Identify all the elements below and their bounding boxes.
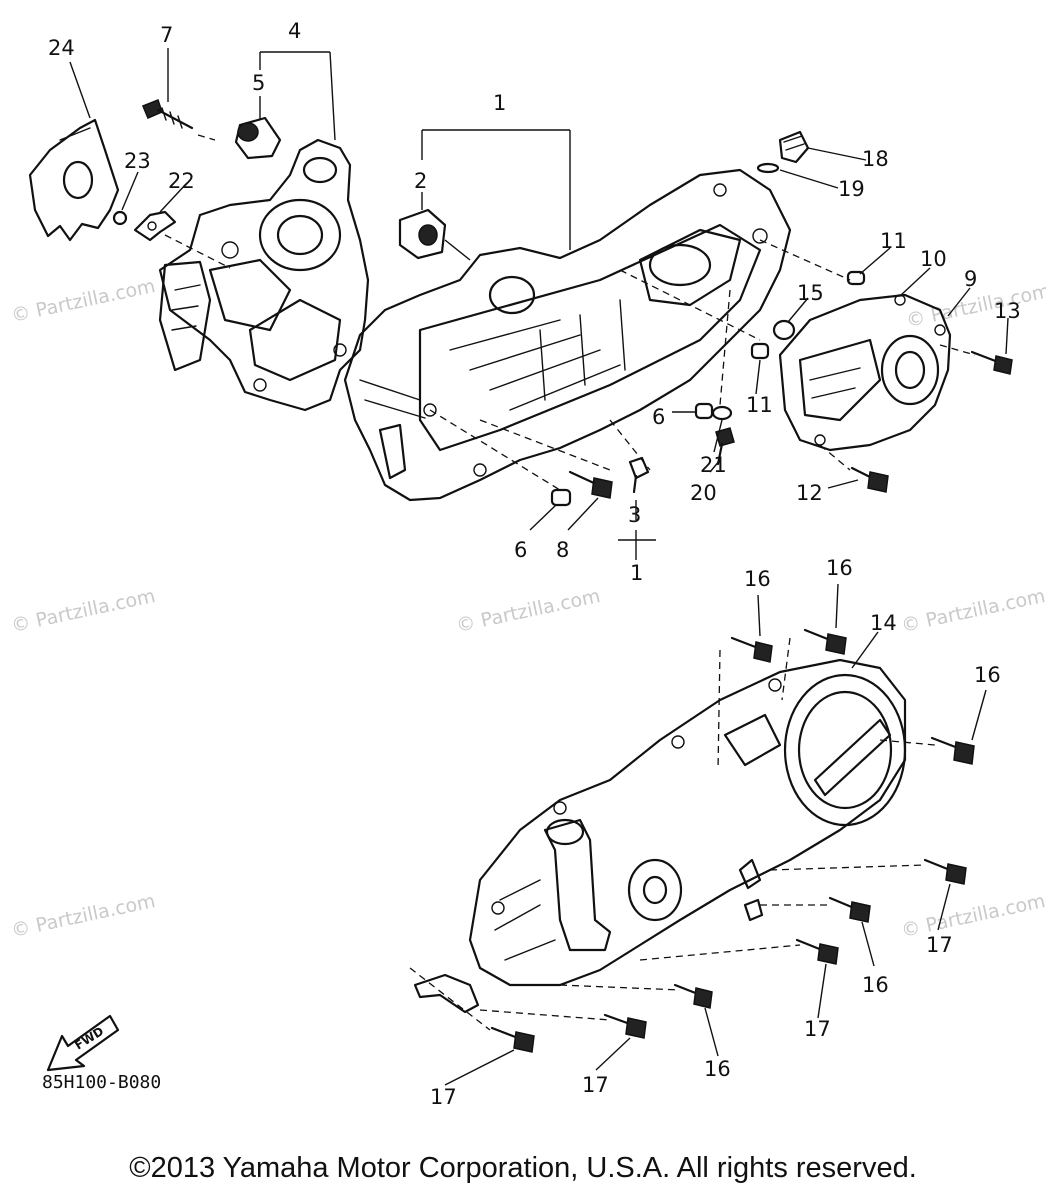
part-14-crankcase-cover [468, 658, 907, 987]
fwd-label: FWD [72, 1024, 106, 1053]
part-16-bolt [730, 636, 773, 663]
callout-15: 15 [797, 281, 824, 305]
part-15-oil-seal [772, 319, 796, 341]
callout-16-c: 16 [974, 663, 1001, 687]
right-crankcase-half [343, 168, 792, 502]
callout-18: 18 [862, 147, 889, 171]
callout-2: 2 [414, 169, 427, 193]
callout-16-e: 16 [704, 1057, 731, 1081]
fwd-arrow-icon: FWD [46, 1014, 120, 1072]
callout-1-b: 1 [630, 561, 643, 585]
part-17-bolt [795, 938, 839, 965]
callout-17-a: 17 [926, 933, 953, 957]
callout-16-b: 16 [826, 556, 853, 580]
part-16-bolt [828, 896, 871, 923]
callout-21: 21 [700, 453, 727, 477]
callout-7: 7 [160, 23, 173, 47]
callout-10: 10 [920, 247, 947, 271]
part-24-gasket-plate [28, 118, 120, 242]
callout-16-a: 16 [744, 567, 771, 591]
copyright-notice: ©2013 Yamaha Motor Corporation, U.S.A. A… [129, 1152, 917, 1184]
callout-4: 4 [288, 19, 301, 43]
callout-13: 13 [994, 299, 1021, 323]
diagram-code: 85H100-B080 [42, 1072, 162, 1093]
callout-1: 1 [493, 91, 506, 115]
part-13-bolt [970, 350, 1013, 375]
part-11-dowel-pin [846, 270, 866, 286]
part-8-bolt [568, 470, 613, 499]
callout-11-b: 11 [746, 393, 773, 417]
part-18-plug [778, 130, 810, 164]
part-2-bushing [398, 208, 471, 261]
callout-5: 5 [252, 71, 265, 95]
part-11-dowel-pin [750, 342, 770, 360]
part-19-o-ring [756, 162, 780, 174]
callout-17-d: 17 [430, 1085, 457, 1109]
callout-20: 20 [690, 481, 717, 505]
part-6-dowel-pin [694, 402, 714, 420]
part-7-bolt [142, 99, 194, 130]
part-16-bolt [930, 736, 975, 765]
callout-6-b: 6 [514, 538, 527, 562]
callout-19: 19 [838, 177, 865, 201]
cover-bracket [413, 973, 480, 1014]
callout-11-a: 11 [880, 229, 907, 253]
part-17-bolt [923, 858, 967, 885]
callout-17-c: 17 [582, 1073, 609, 1097]
callout-8: 8 [556, 538, 569, 562]
left-crankcase-half [158, 138, 370, 412]
part-16-bolt [803, 628, 847, 655]
part-3-bolt [628, 456, 650, 494]
part-21-washer [711, 405, 733, 421]
callout-23: 23 [124, 149, 151, 173]
part-5-bushing [234, 116, 282, 160]
callout-3: 3 [628, 503, 641, 527]
part-22-bracket [133, 210, 177, 242]
callout-22: 22 [168, 169, 195, 193]
part-6-dowel-pin [550, 488, 572, 507]
callout-24: 24 [48, 36, 75, 60]
callout-labels: 24 7 4 5 23 22 1 2 18 19 11 10 9 13 15 1… [48, 19, 1021, 1109]
callout-16-d: 16 [862, 973, 889, 997]
callout-14: 14 [870, 611, 897, 635]
callout-12: 12 [796, 481, 823, 505]
part-17-bolt [490, 1026, 535, 1053]
part-23-nut [112, 210, 128, 226]
part-17-bolt [603, 1013, 647, 1039]
callout-17-b: 17 [804, 1017, 831, 1041]
part-9-crankcase-cover [778, 293, 952, 452]
part-16-bolt [673, 983, 713, 1009]
part-12-bolt [850, 466, 889, 493]
callout-6-a: 6 [652, 405, 665, 429]
callout-9: 9 [964, 267, 977, 291]
